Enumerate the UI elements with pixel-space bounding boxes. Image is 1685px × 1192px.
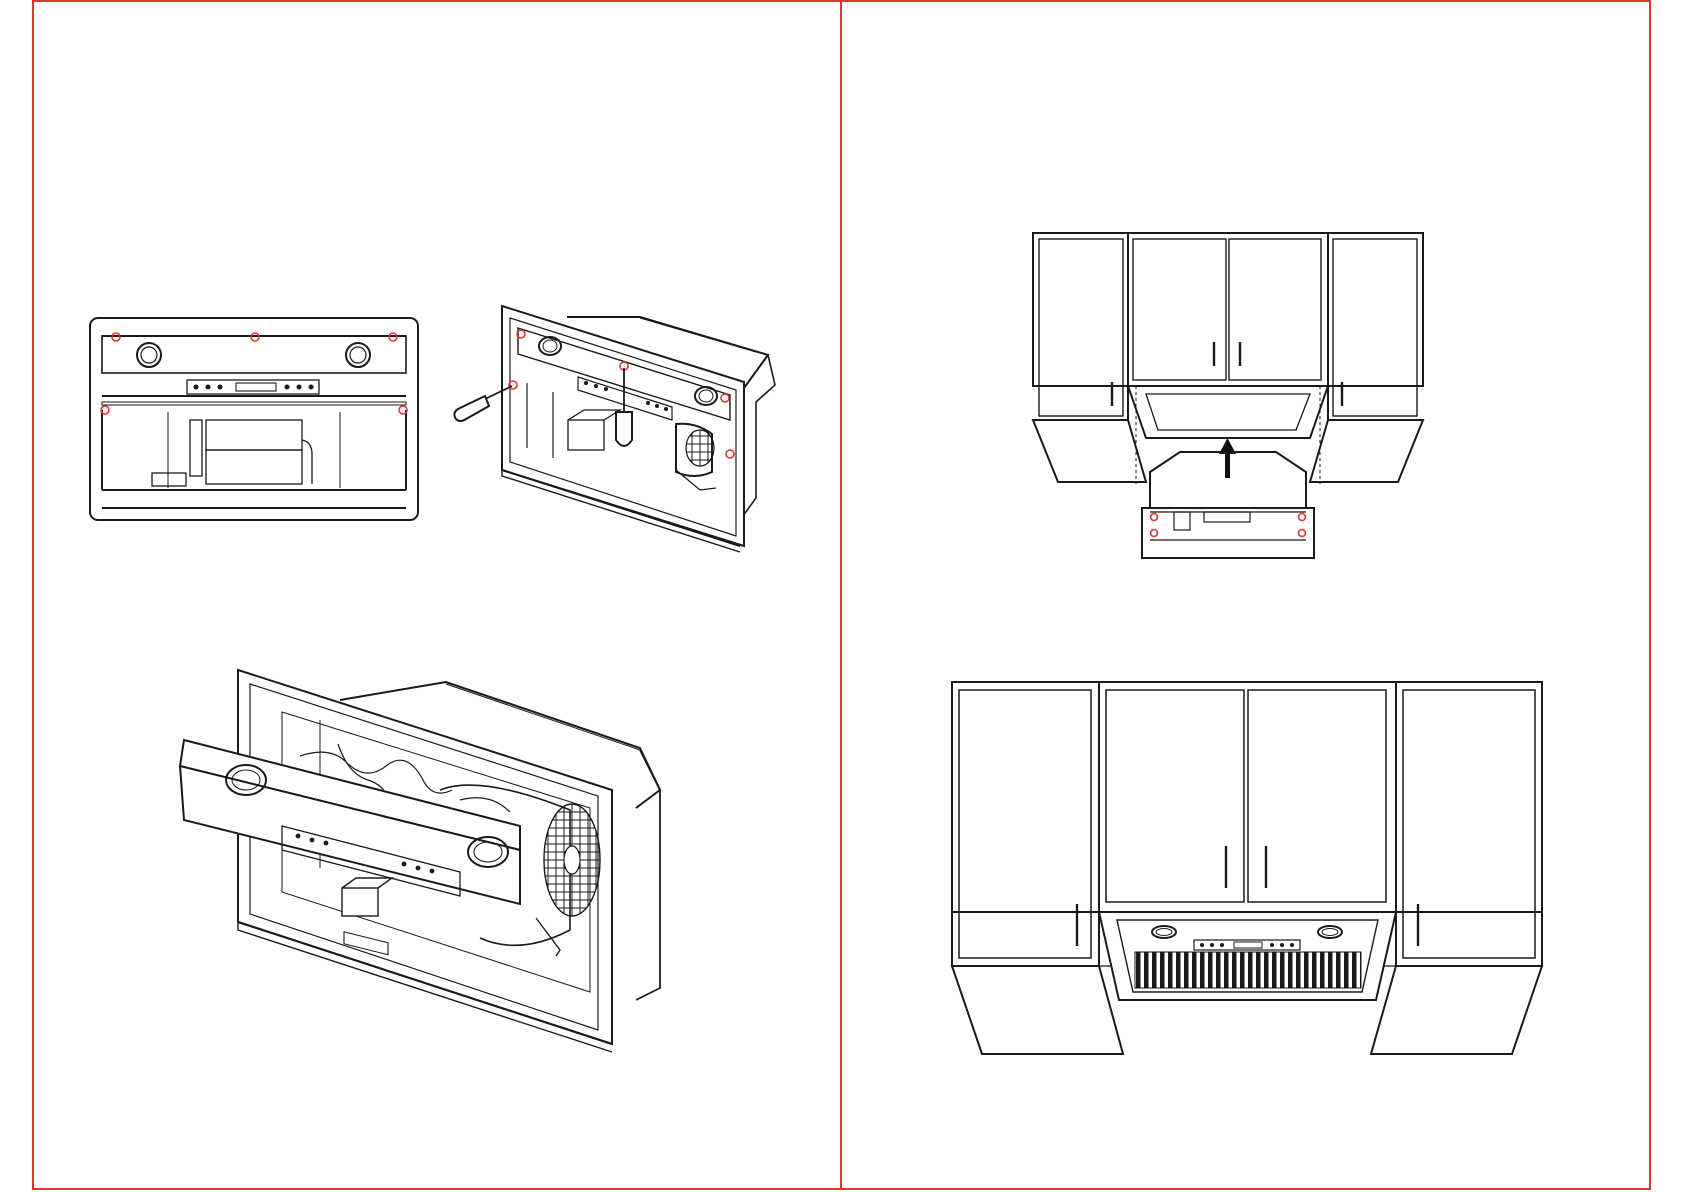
- left-page-border: [33, 1, 841, 1189]
- page-borders: [33, 1, 1650, 1189]
- baffle-filter: [1135, 952, 1361, 988]
- figure-panel-open-wiring: [180, 670, 660, 1052]
- cabinet-frame: [1033, 233, 1423, 386]
- figure-front-view-screws: [90, 318, 418, 520]
- figure-insert-into-cabinet: [1033, 233, 1423, 558]
- figure-installed-result: [952, 682, 1542, 1054]
- figure-remove-panel-screwdriver: [454, 306, 775, 552]
- right-page-border: [841, 1, 1650, 1189]
- cabinet-frame: [952, 682, 1542, 912]
